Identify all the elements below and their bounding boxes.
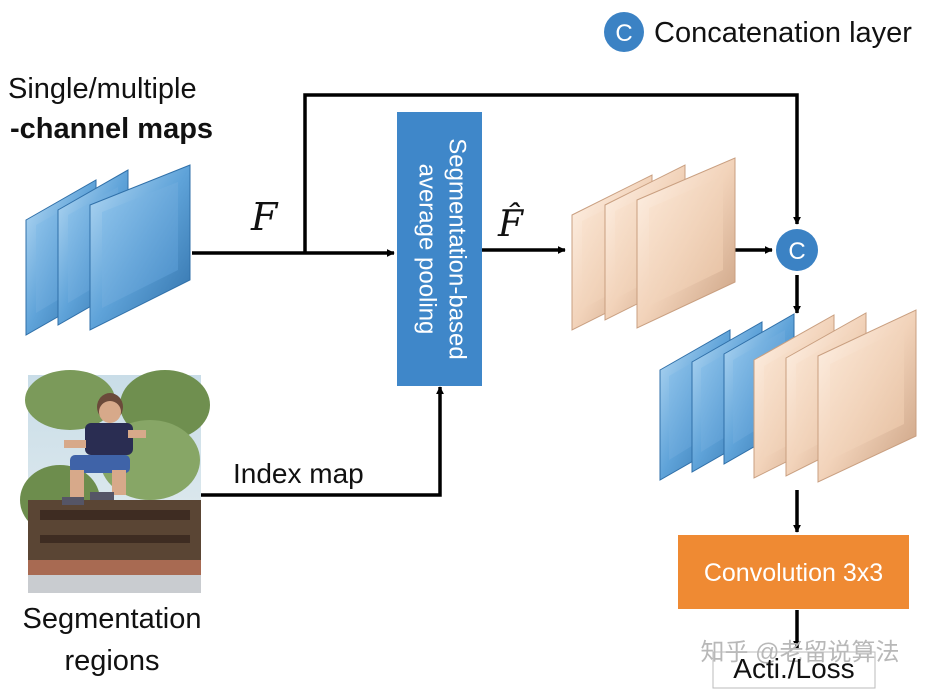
- pooling-block-line1: Segmentation-based: [444, 138, 471, 359]
- legend-marker-text: C: [615, 20, 632, 47]
- segmentation-image: [20, 370, 210, 593]
- legend-label: Concatenation layer: [654, 17, 912, 49]
- arrow-index-map: [201, 386, 444, 497]
- pooling-block: Segmentation-based average pooling: [397, 112, 482, 386]
- input-map-3: [89, 164, 191, 331]
- concat-peach-map-3: [817, 309, 917, 483]
- output-label: Acti./Loss: [733, 653, 854, 684]
- input-maps-label-line1: Single/multiple: [8, 73, 197, 105]
- arrow-skip-to-concat: [303, 93, 801, 253]
- connectors: [192, 93, 801, 649]
- legend-concat-marker-icon: [604, 12, 644, 52]
- output-box: [712, 651, 876, 689]
- feature-symbol: F: [250, 195, 279, 239]
- legend: C Concatenation layer: [604, 12, 912, 52]
- concat-node-icon: [776, 229, 818, 271]
- index-map-label: Index map: [233, 458, 364, 489]
- pooled-map-3: [636, 157, 736, 329]
- input-feature-maps: [25, 164, 191, 336]
- input-maps-label-line2: -channel maps: [10, 113, 213, 145]
- concatenated-maps: [659, 309, 917, 483]
- convolution-block: Convolution 3x3: [678, 535, 909, 609]
- segmentation-label-line2: regions: [64, 645, 159, 677]
- pooling-block-line2: average pooling: [414, 164, 441, 335]
- concat-node-label: C: [788, 238, 805, 265]
- convolution-block-label: Convolution 3x3: [704, 559, 883, 587]
- pooled-feature-symbol: F̂: [497, 202, 525, 245]
- segmentation-label-line1: Segmentation: [23, 603, 202, 635]
- pooled-feature-maps: [571, 157, 736, 331]
